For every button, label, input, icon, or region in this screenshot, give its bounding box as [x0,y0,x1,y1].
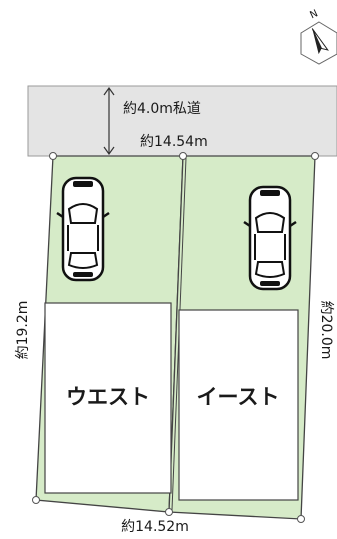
boundary-marker [32,496,40,504]
building-east [178,309,299,501]
road-width-label: 約4.0m私道 [123,101,201,117]
boundary-marker [311,152,319,160]
bottom-width-label: 約14.52m [121,519,189,535]
boundary-marker [297,515,305,523]
private-road [27,85,337,157]
boundary-marker [179,152,187,160]
lot-east-label: イースト [197,385,280,409]
boundary-marker [49,152,57,160]
boundary-markers [32,152,319,523]
boundary-marker [165,508,173,516]
top-width-label: 約14.54m [140,134,208,150]
compass-icon: N [300,8,337,65]
car-icon-east [243,185,297,291]
lot-west-label: ウエスト [66,385,150,409]
compass-north-label: N [308,8,319,21]
road-width-arrow [103,86,115,156]
building-west [44,302,172,494]
car-icon-west [56,176,110,282]
left-depth-label: 約19.2m [15,301,31,360]
right-depth-label: 約20.0m [318,301,334,360]
